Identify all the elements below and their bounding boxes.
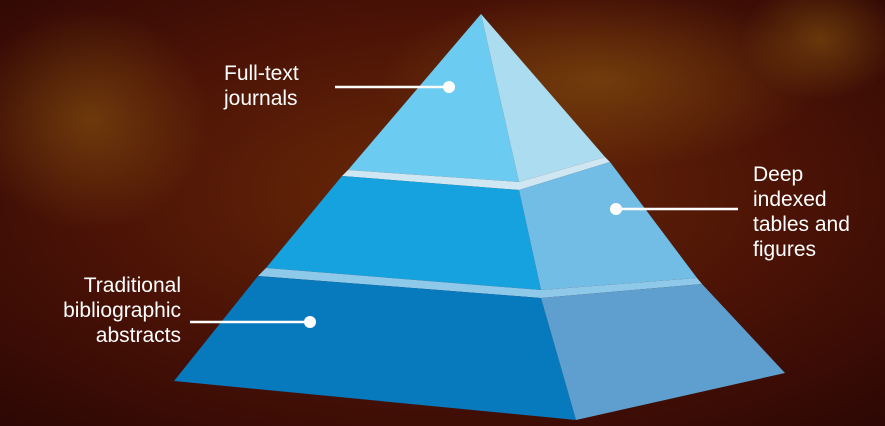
label-line: bibliographic (63, 299, 181, 322)
pyramid-bottom-front-face (174, 276, 576, 420)
label-line: tables and (753, 213, 850, 236)
label-deep-indexed-tables: Deep indexed tables and figures (753, 162, 850, 262)
label-line: indexed (753, 188, 827, 211)
label-line: abstracts (95, 324, 181, 347)
label-line: figures (753, 238, 817, 261)
pyramid-bottom-side-face (541, 284, 785, 420)
background-glow (740, 0, 885, 100)
leader-dot-bottom (304, 316, 316, 328)
leader-dot-top (443, 81, 455, 93)
pyramid-separator-lower (258, 268, 702, 298)
leader-dot-middle (610, 203, 622, 215)
pyramid-middle-front-face (266, 176, 541, 290)
pyramid-separator-upper (342, 157, 610, 190)
label-full-text-journals: Full-text journals (224, 61, 299, 111)
pyramid-top-front-face (348, 14, 519, 182)
background-glow (0, 10, 210, 230)
label-line: journals (224, 87, 298, 110)
pyramid-middle-side-face (519, 162, 697, 290)
label-line: Full-text (224, 62, 299, 85)
pyramid-top-side-face (481, 14, 605, 182)
label-traditional-abstracts: Traditional bibliographic abstracts (31, 273, 181, 348)
label-line: Deep (753, 163, 804, 186)
label-line: Traditional (83, 274, 181, 297)
